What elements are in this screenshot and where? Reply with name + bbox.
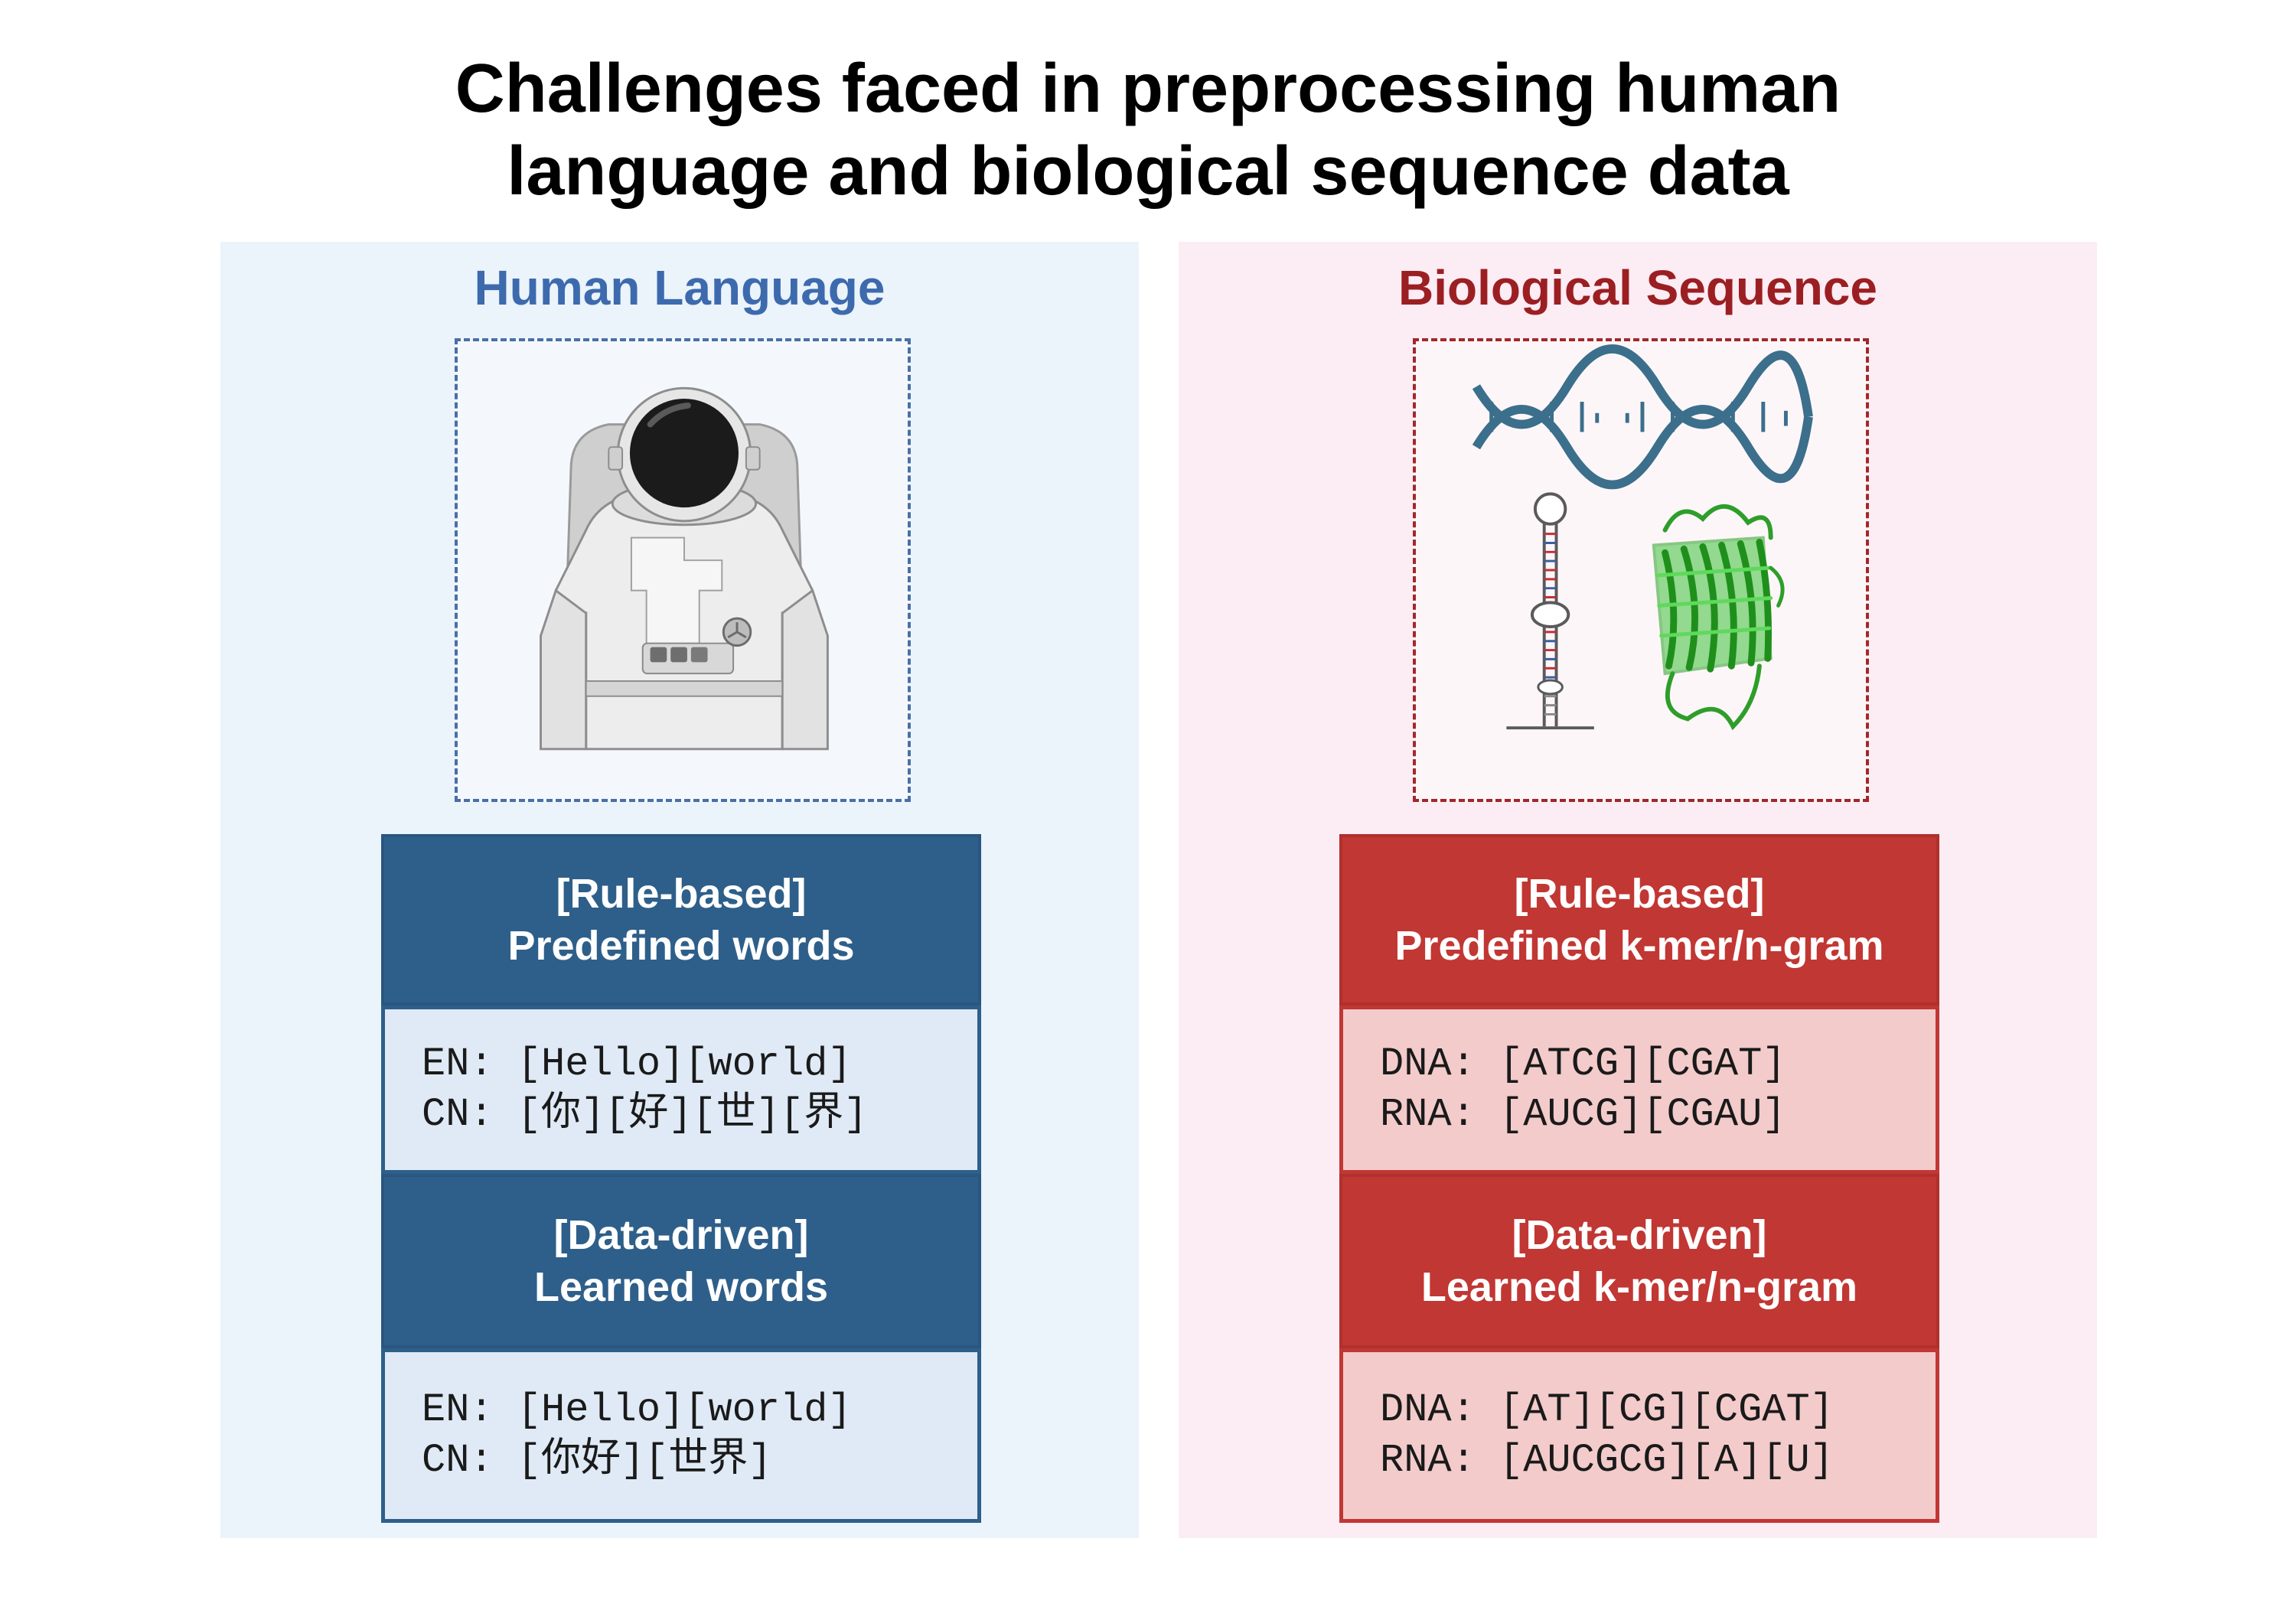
human-data-driven-label: Learned words xyxy=(533,1264,829,1310)
human-language-panel: Human Language xyxy=(220,242,1139,1538)
bio-data-driven-example-dna: DNA: [AT][CG][CGAT] xyxy=(1380,1387,1834,1433)
bio-rule-based-examples: DNA: [ATCG][CGAT] RNA: [AUCG][CGAU] xyxy=(1339,1006,1939,1174)
bio-data-driven-example-rna: RNA: [AUCGCG][A][U] xyxy=(1380,1438,1834,1483)
human-rule-based-header: [Rule-based] Predefined words xyxy=(381,834,981,1006)
bio-data-driven-header: [Data-driven] Learned k-mer/n-gram xyxy=(1339,1174,1939,1348)
bio-data-driven-tag: [Data-driven] xyxy=(1512,1212,1767,1258)
human-rule-based-example-en: EN: [Hello][world] xyxy=(422,1041,852,1087)
bio-rule-based-header: [Rule-based] Predefined k-mer/n-gram xyxy=(1339,834,1939,1006)
biological-sequence-panel: Biological Sequence xyxy=(1179,242,2097,1538)
human-data-driven-header: [Data-driven] Learned words xyxy=(381,1174,981,1348)
human-data-driven-example-cn: CN: [你好][世界] xyxy=(422,1438,772,1483)
bio-rule-based-example-rna: RNA: [AUCG][CGAU] xyxy=(1380,1092,1786,1137)
human-data-driven-examples: EN: [Hello][world] CN: [你好][世界] xyxy=(381,1348,981,1523)
diagram-title: Challenges faced in preprocessing human … xyxy=(0,47,2296,213)
human-rule-based-label: Predefined words xyxy=(507,923,855,969)
biological-sequence-heading: Biological Sequence xyxy=(1398,260,1877,315)
dna-helix-icon xyxy=(1472,344,1813,490)
title-line-2: language and biological sequence data xyxy=(507,133,1789,210)
rna-hairpin-icon xyxy=(1506,492,1594,730)
human-language-heading: Human Language xyxy=(474,260,885,315)
human-data-driven-tag: [Data-driven] xyxy=(553,1212,809,1258)
human-data-driven-example-en: EN: [Hello][world] xyxy=(422,1387,852,1433)
human-figure-box xyxy=(455,338,911,802)
astronaut-icon xyxy=(540,386,829,751)
bio-data-driven-label: Learned k-mer/n-gram xyxy=(1420,1264,1858,1310)
bio-figure-box xyxy=(1413,338,1869,802)
bio-rule-based-example-dna: DNA: [ATCG][CGAT] xyxy=(1380,1041,1786,1087)
human-rule-based-example-cn: CN: [你][好][世][界] xyxy=(422,1092,868,1137)
human-rule-based-examples: EN: [Hello][world] CN: [你][好][世][界] xyxy=(381,1006,981,1174)
bio-data-driven-examples: DNA: [AT][CG][CGAT] RNA: [AUCGCG][A][U] xyxy=(1339,1348,1939,1523)
bio-rule-based-tag: [Rule-based] xyxy=(1514,871,1765,917)
title-line-1: Challenges faced in preprocessing human xyxy=(455,51,1841,127)
protein-structure-icon xyxy=(1652,504,1785,731)
human-rule-based-tag: [Rule-based] xyxy=(556,871,807,917)
bio-rule-based-label: Predefined k-mer/n-gram xyxy=(1394,923,1884,969)
